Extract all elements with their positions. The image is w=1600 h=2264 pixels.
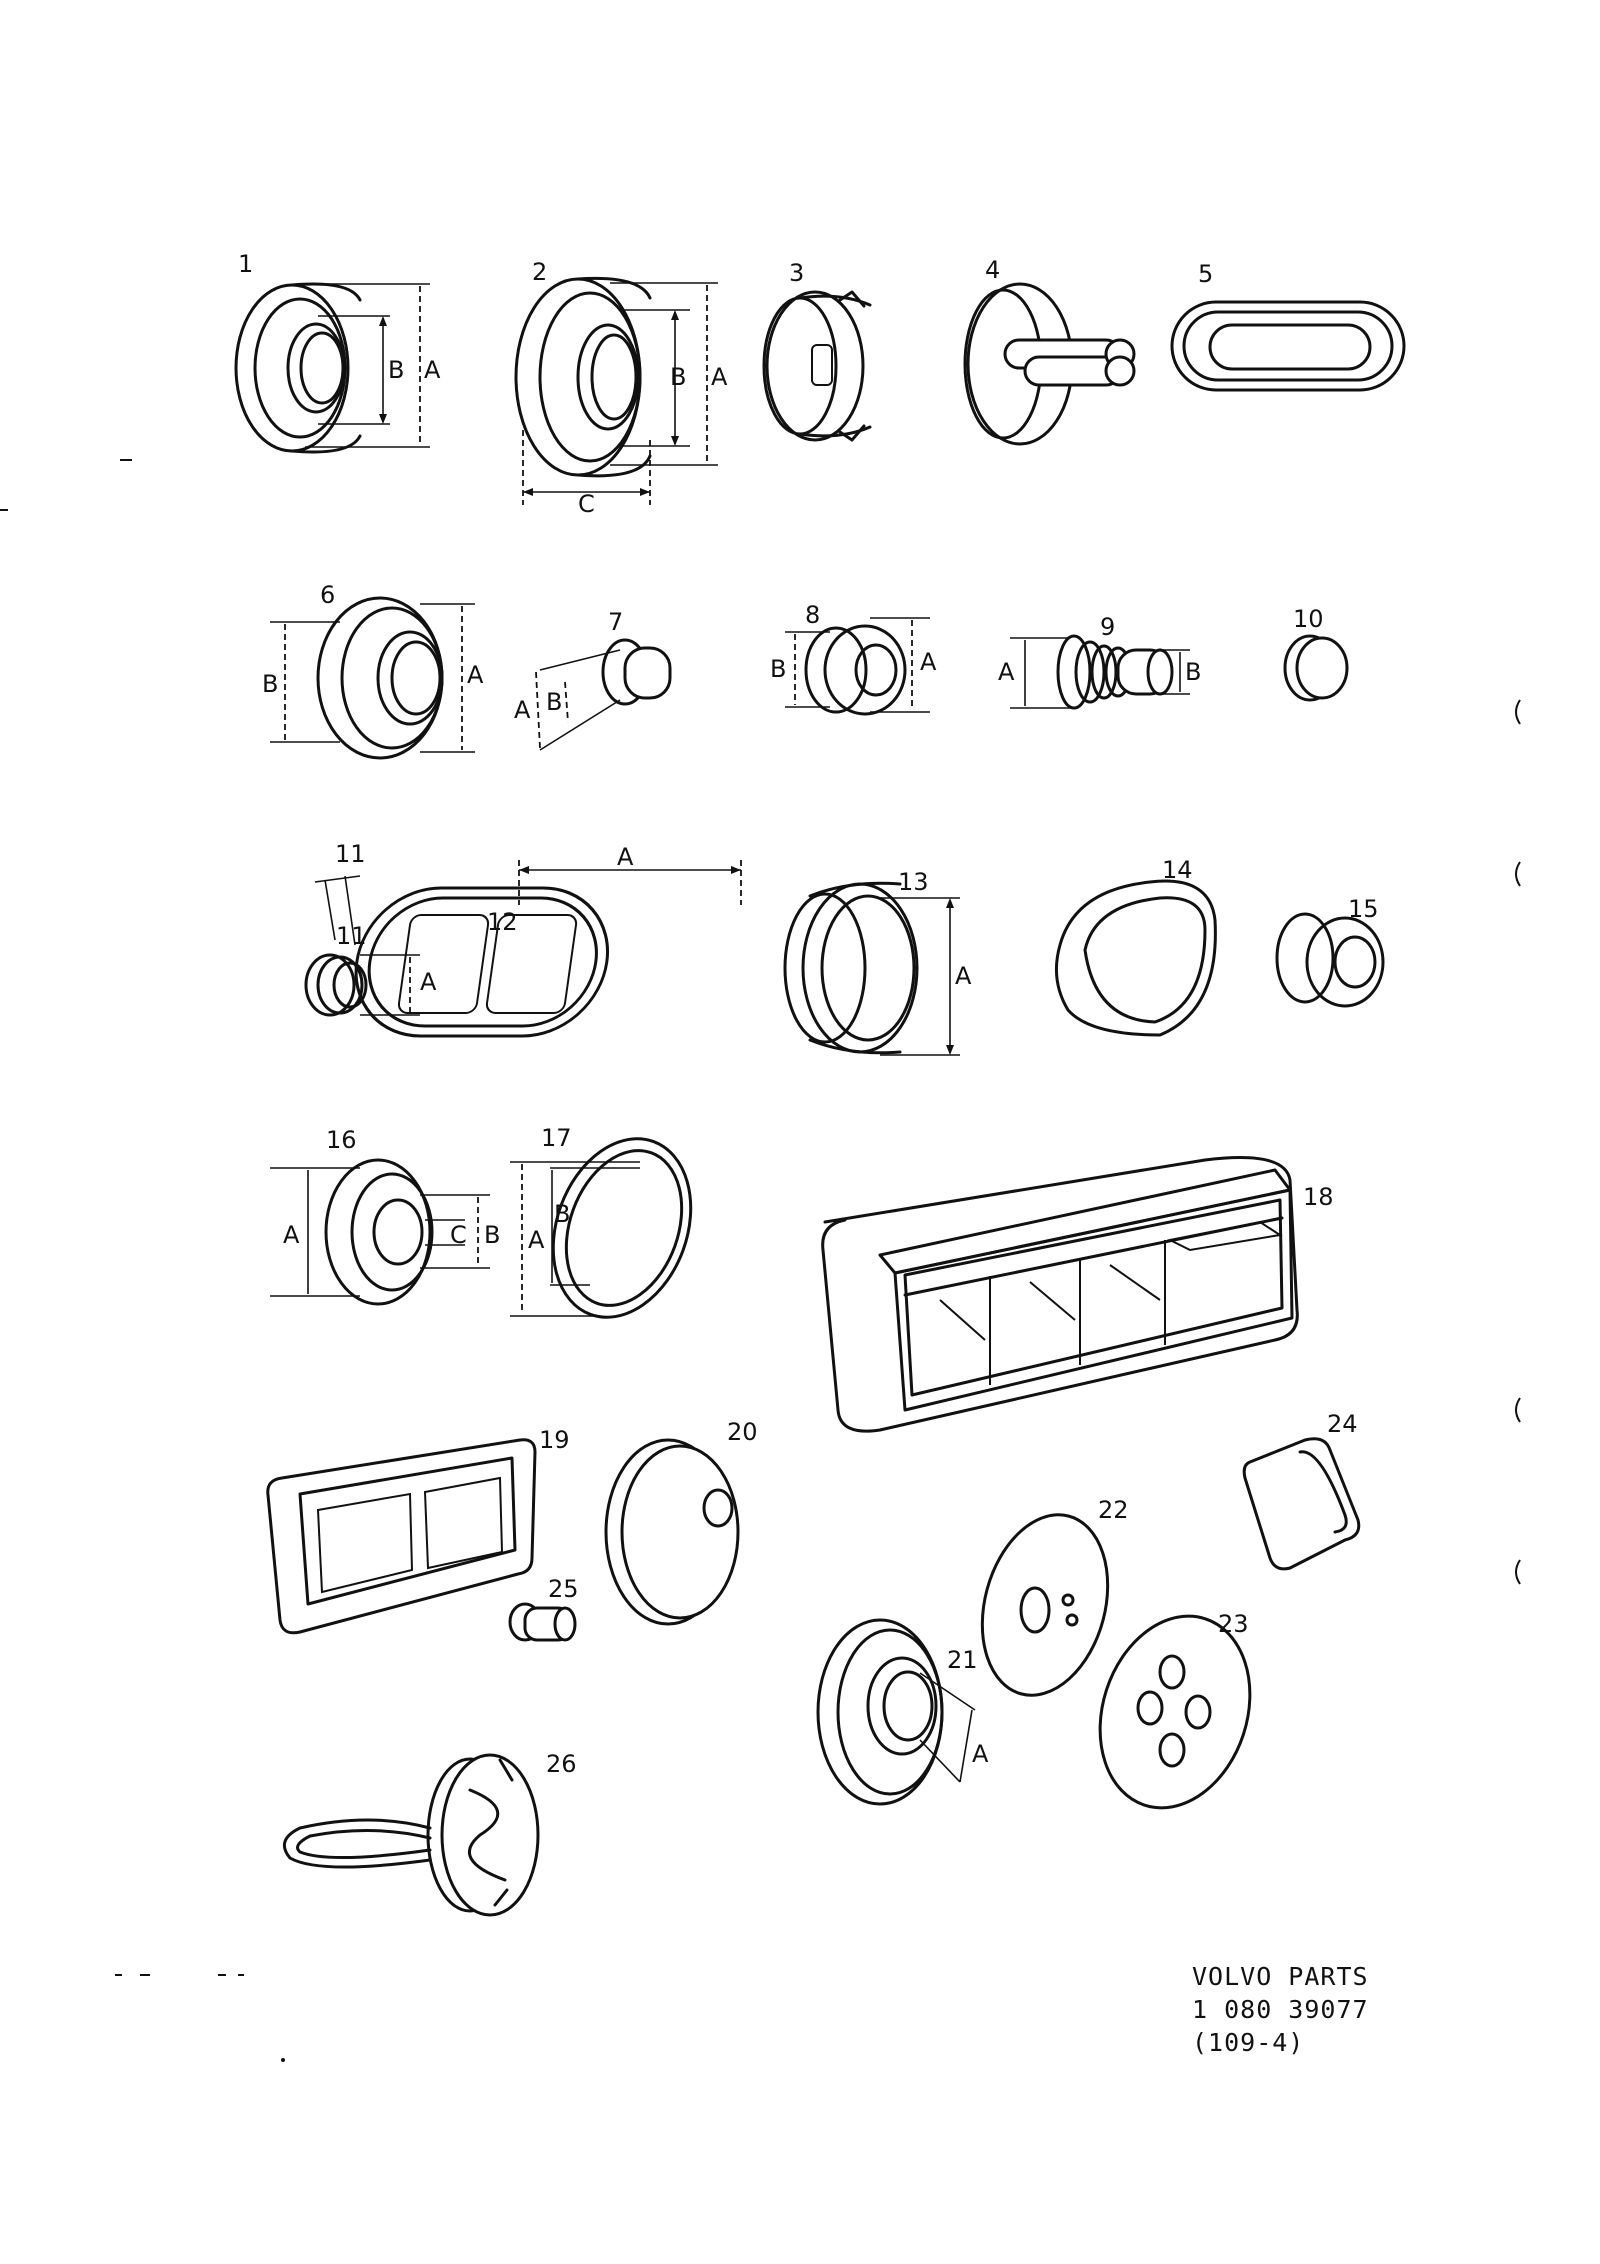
part-number: 3 [789,259,804,287]
dimension-label: B [1185,658,1201,686]
part-3-split-grommet [762,290,872,442]
part-number: 16 [326,1126,357,1154]
dimension-label: A [617,843,634,871]
part-number: 4 [985,256,1000,284]
dimension-label: A [998,658,1015,686]
part-8-grommet [785,617,930,716]
dimension-label: C [578,490,595,518]
dimension-label: B [770,655,786,683]
dimension-label: B [554,1200,570,1228]
part-number: 15 [1348,895,1379,923]
dimension-label: B [670,363,686,391]
part-number: 12 [487,908,518,936]
part-number: 13 [898,868,929,896]
part-23-multi-hole-disc [1098,1614,1252,1810]
part-18-vent-housing [821,1156,1299,1433]
part-number: 25 [548,1575,579,1603]
dimension-label: B [262,670,278,698]
part-number: 8 [805,601,820,629]
part-1-grommet [234,282,430,454]
dimension-label: A [467,661,484,689]
part-number: 14 [1162,856,1193,884]
part-number: 24 [1327,1410,1358,1438]
part-number: 6 [320,581,335,609]
part-13-sleeve [783,881,960,1056]
part-22-disc [980,1513,1110,1697]
part-number: 11 [335,840,366,868]
part-number: 19 [539,1426,570,1454]
part-number: 10 [1293,605,1324,633]
part-number: 18 [1303,1183,1334,1211]
part-number: 21 [947,1646,978,1674]
footer-reference: VOLVO PARTS 1 080 39077 (109-4) [1192,1960,1369,2059]
dimension-label: A [283,1221,300,1249]
part-5-oval-seal [1170,300,1406,392]
part-14-d-seal [1054,879,1217,1037]
part-number: 23 [1218,1610,1249,1638]
part-number: 9 [1100,613,1115,641]
dimension-label: A [514,696,531,724]
part-4-multi-grommet [963,282,1136,446]
part-number: 7 [608,608,623,636]
part-26-grommet-with-strap [282,1753,540,1917]
footer-code: 1 080 39077 [1192,1995,1369,2024]
part-number: 5 [1198,260,1213,288]
part-10-cap [1283,634,1349,702]
dimension-label: A [955,962,972,990]
part-number: 17 [541,1124,572,1152]
part-19-frame-seal [266,1438,537,1635]
part-7-plug [535,638,672,751]
part-6-grommet [270,596,475,760]
part-number: 1 [238,250,253,278]
part-20-cover-cap [604,1438,740,1626]
part-25-small-plug [508,1602,577,1642]
part-number: 22 [1098,1496,1129,1524]
dimension-label: B [546,688,562,716]
part-21-grommet [816,1618,976,1806]
part-24-angled-grommet [1242,1437,1361,1571]
part-number: 2 [532,258,547,286]
part-9-stepped-plug [1010,634,1190,710]
scan-marks [0,459,1521,2062]
footer-ref: (109-4) [1192,2028,1305,2057]
part-15-grommet [1275,912,1385,1008]
dimension-label: A [420,968,437,996]
dimension-label: A [711,363,728,391]
dimension-label: A [972,1740,989,1768]
part-number: 20 [727,1418,758,1446]
dimension-label: A [920,648,937,676]
dimension-label: A [424,356,441,384]
part-number: 26 [546,1750,577,1778]
dimension-label: B [388,356,404,384]
part-2-oval-grommet [514,276,718,505]
footer-brand: VOLVO PARTS [1192,1962,1369,1991]
part-17-ring-seal [510,1137,693,1319]
dimension-label: C [450,1221,467,1249]
part-12-double-seal [354,860,742,1038]
part-16-grommet [270,1158,490,1306]
dimension-label: B [484,1221,500,1249]
dimension-label: A [528,1226,545,1254]
